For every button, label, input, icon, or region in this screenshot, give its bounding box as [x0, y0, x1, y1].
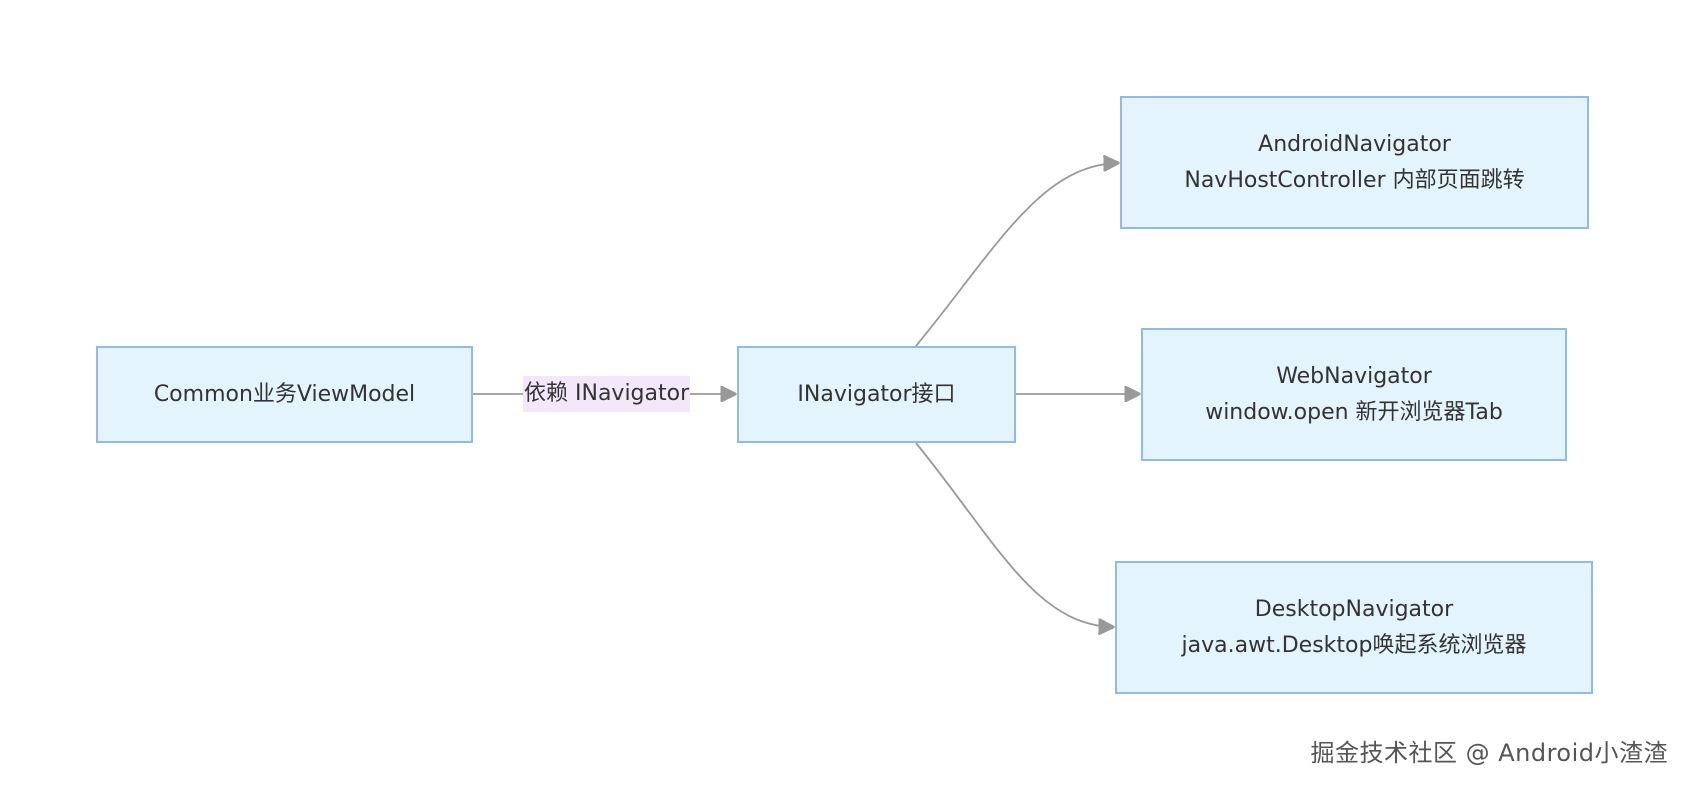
- node-inavigator-label: INavigator接口: [797, 381, 956, 407]
- edge-label-depends: 依赖 INavigator: [523, 376, 691, 412]
- edge-inavigator-to-android: [915, 163, 1118, 347]
- node-desktop-desc: java.awt.Desktop唤起系统浏览器: [1181, 632, 1527, 658]
- node-desktop-title: DesktopNavigator: [1254, 596, 1454, 622]
- node-web-navigator: WebNavigator window.open 新开浏览器Tab: [1141, 328, 1567, 461]
- node-android-navigator: AndroidNavigator NavHostController 内部页面跳…: [1120, 96, 1589, 229]
- edge-inavigator-to-desktop: [915, 442, 1113, 627]
- node-web-title: WebNavigator: [1276, 363, 1432, 389]
- node-android-title: AndroidNavigator: [1258, 131, 1451, 157]
- node-common-label: Common业务ViewModel: [153, 381, 416, 407]
- node-common-viewmodel: Common业务ViewModel: [96, 346, 473, 443]
- node-inavigator-interface: INavigator接口: [737, 346, 1016, 443]
- watermark: 掘金技术社区 @ Android小渣渣: [1310, 739, 1668, 767]
- node-android-desc: NavHostController 内部页面跳转: [1184, 167, 1525, 193]
- node-desktop-navigator: DesktopNavigator java.awt.Desktop唤起系统浏览器: [1115, 561, 1593, 694]
- node-web-desc: window.open 新开浏览器Tab: [1205, 399, 1503, 425]
